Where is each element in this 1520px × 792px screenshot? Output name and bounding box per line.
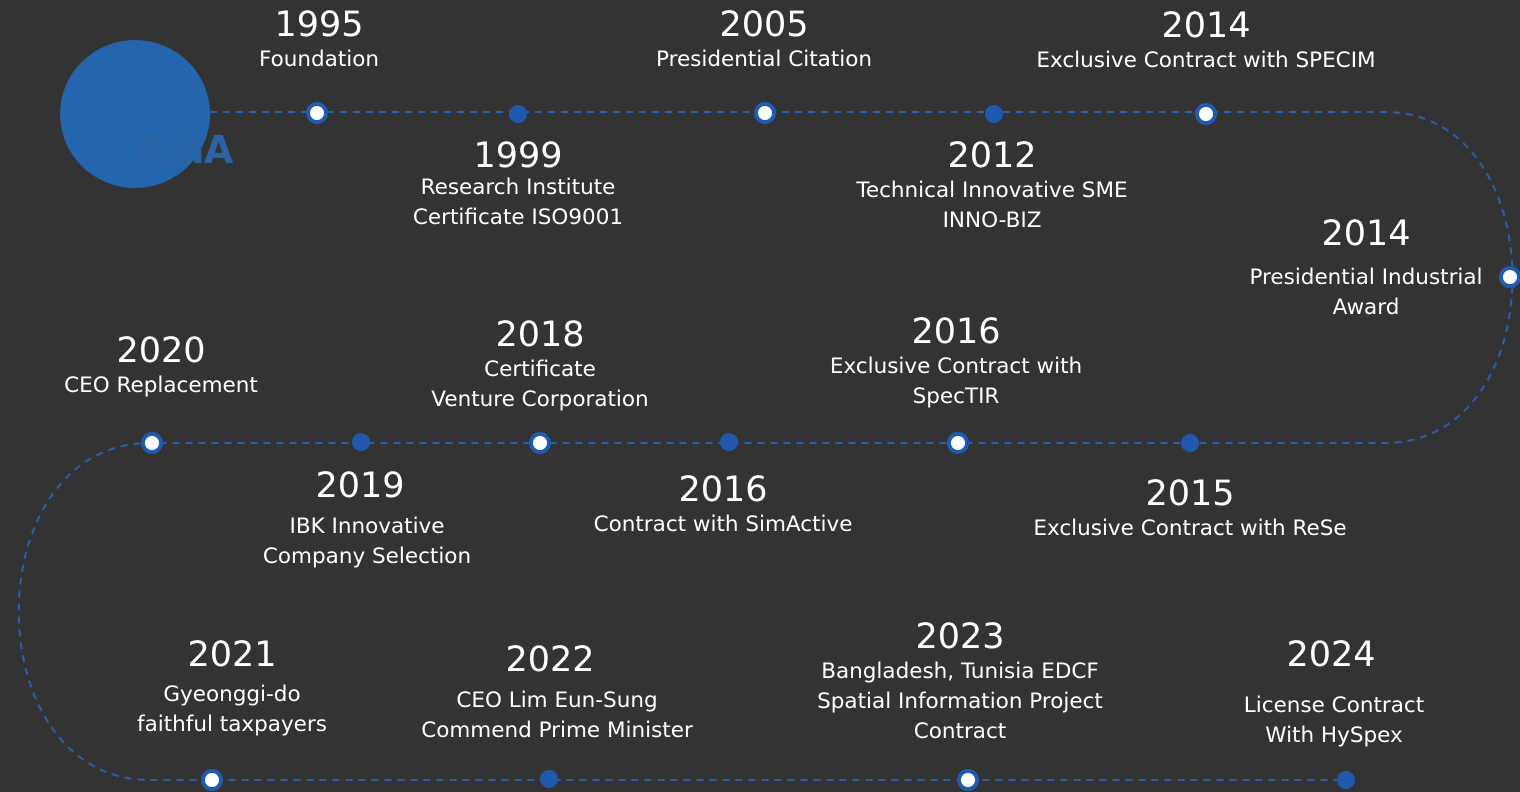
- timeline-node: [352, 433, 370, 451]
- logo-text: ASIA: [136, 128, 233, 172]
- event-description: Exclusive Contract with SPECIM: [1036, 48, 1376, 73]
- event-year: 2021: [187, 635, 277, 675]
- event-description: Presidential Citation: [655, 47, 873, 72]
- event-year: 2016: [678, 470, 768, 510]
- event-year: 2023: [915, 617, 1005, 657]
- timeline-node: [754, 102, 776, 124]
- event-year: 2024: [1286, 635, 1376, 675]
- timeline-node: [201, 769, 223, 791]
- event-year: 2016: [911, 312, 1001, 352]
- event-1995: 1995 Foundation: [129, 5, 509, 75]
- timeline-node: [957, 769, 979, 791]
- event-year: 2015: [1145, 474, 1235, 514]
- timeline-node: [1499, 266, 1520, 288]
- event-description: Foundation: [258, 47, 379, 72]
- timeline-node: [540, 770, 558, 788]
- event-year: 2020: [116, 331, 206, 371]
- timeline-node: [306, 102, 328, 124]
- timeline-node: [720, 433, 738, 451]
- event-year: 2022: [505, 640, 595, 680]
- event-year: 2012: [947, 136, 1037, 176]
- timeline-node: [1337, 771, 1355, 789]
- event-year: 1999: [473, 136, 563, 176]
- event-description: Contract with SimActive: [593, 512, 853, 537]
- timeline-node: [985, 105, 1003, 123]
- event-year: 2005: [719, 5, 809, 45]
- event-description: Exclusive Contract with ReSe: [1033, 516, 1347, 541]
- event-2015: 2015 Exclusive Contract with ReSe: [1000, 474, 1380, 544]
- company-logo: [60, 40, 210, 188]
- event-description: CEO Replacement: [64, 373, 258, 398]
- event-year: 2019: [315, 466, 405, 506]
- timeline-node: [1181, 434, 1199, 452]
- timeline-node: [509, 105, 527, 123]
- event-2014-specim: 2014 Exclusive Contract with SPECIM: [1016, 6, 1396, 76]
- event-year: 2014: [1321, 214, 1411, 254]
- timeline-node: [141, 432, 163, 454]
- event-year: 2018: [495, 315, 585, 355]
- event-2020: 2020 CEO Replacement: [0, 331, 351, 401]
- event-2016-simactive: 2016 Contract with SimActive: [533, 470, 913, 540]
- event-2005: 2005 Presidential Citation: [574, 5, 954, 75]
- event-year: 1995: [274, 5, 364, 45]
- timeline-node: [947, 432, 969, 454]
- timeline-node: [529, 432, 551, 454]
- event-year: 2014: [1161, 6, 1251, 46]
- timeline-node: [1195, 103, 1217, 125]
